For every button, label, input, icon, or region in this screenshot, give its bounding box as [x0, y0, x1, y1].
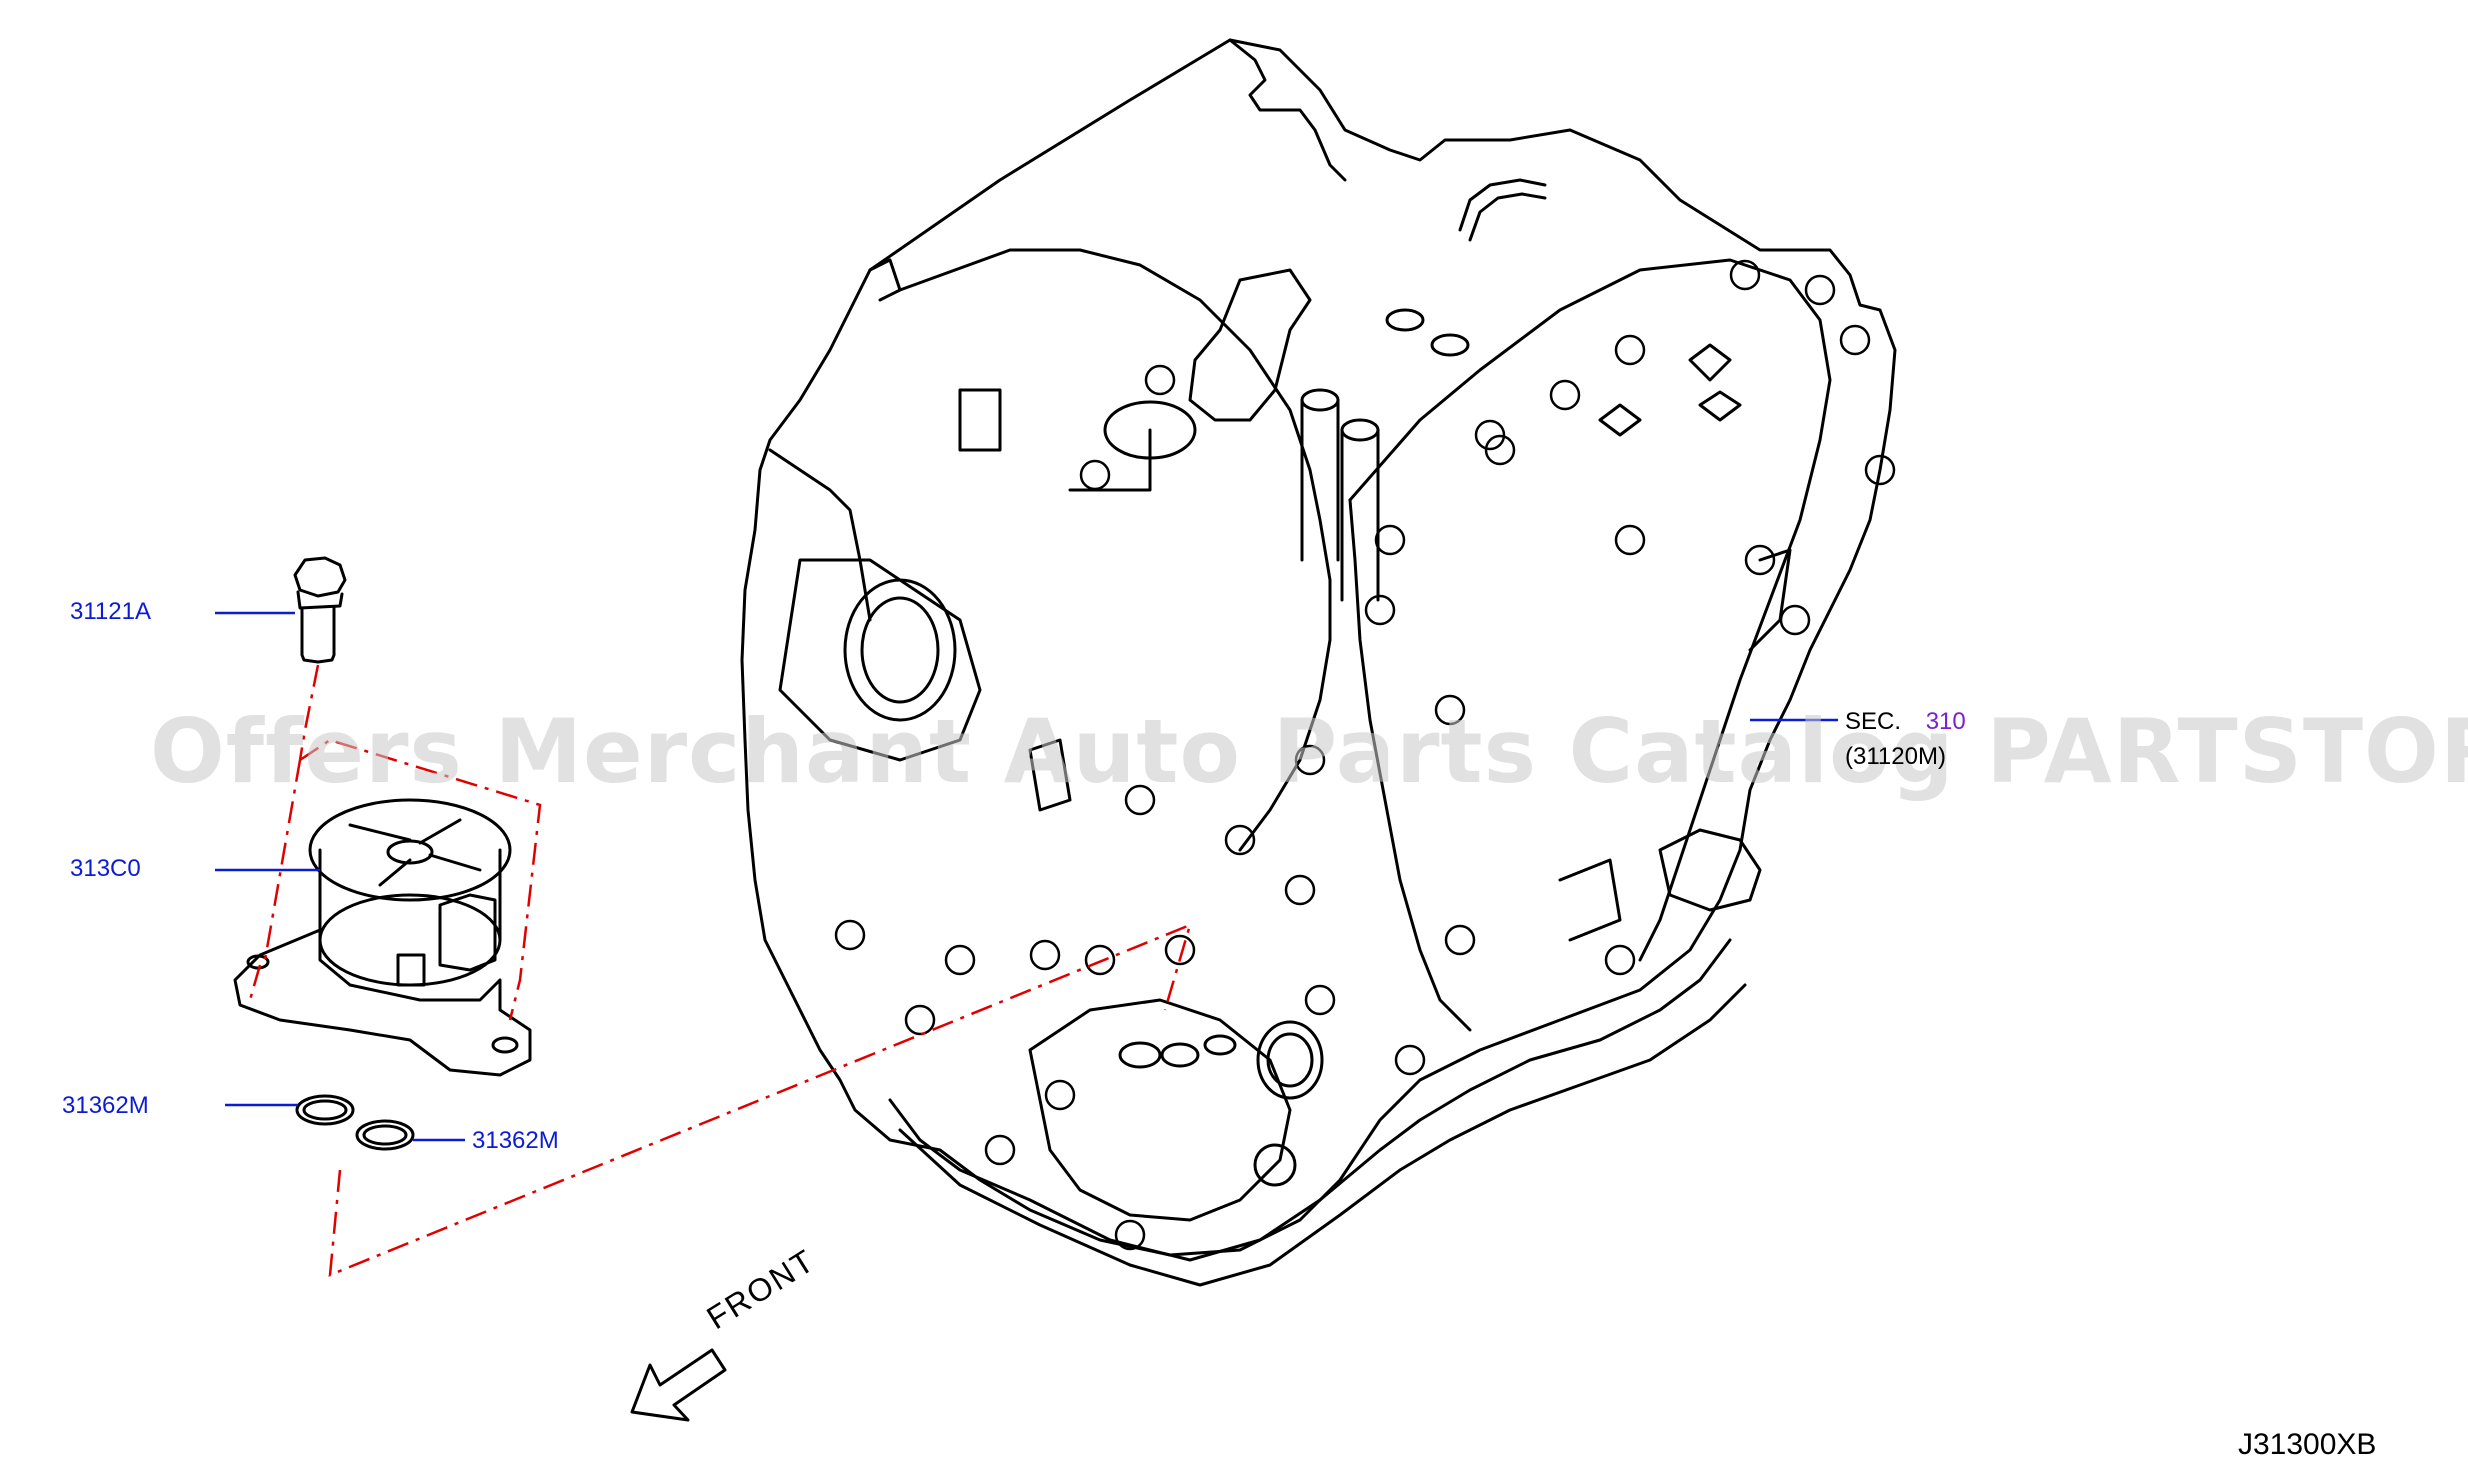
- callout-bolt-31121a[interactable]: 31121A: [70, 598, 151, 625]
- callout-solenoid-313c0[interactable]: 313C0: [70, 855, 141, 882]
- callout-leaders: [215, 611, 1838, 1142]
- section-reference[interactable]: SEC. 310: [1845, 708, 1966, 736]
- watermark-text: Offers Merchant Auto Parts Catalog PARTS…: [150, 700, 2468, 803]
- housing-bolt-heads: [834, 259, 1896, 1251]
- callout-o-ring-left-31362m[interactable]: 31362M: [62, 1092, 149, 1119]
- section-number-link[interactable]: 310: [1925, 708, 1966, 735]
- transmission-housing: [740, 38, 1897, 1287]
- front-direction-arrow: [630, 1348, 727, 1422]
- bolt-part: [293, 556, 347, 664]
- diagram-code: J31300XB: [2238, 1428, 2377, 1461]
- section-sub-reference: (31120M): [1845, 743, 1946, 770]
- o-ring-parts: [295, 1094, 415, 1151]
- assembly-guide-lines: [248, 664, 1192, 1277]
- callout-o-ring-right-31362m[interactable]: 31362M: [472, 1127, 559, 1154]
- solenoid-part: [233, 798, 532, 1077]
- section-prefix: SEC.: [1845, 708, 1902, 735]
